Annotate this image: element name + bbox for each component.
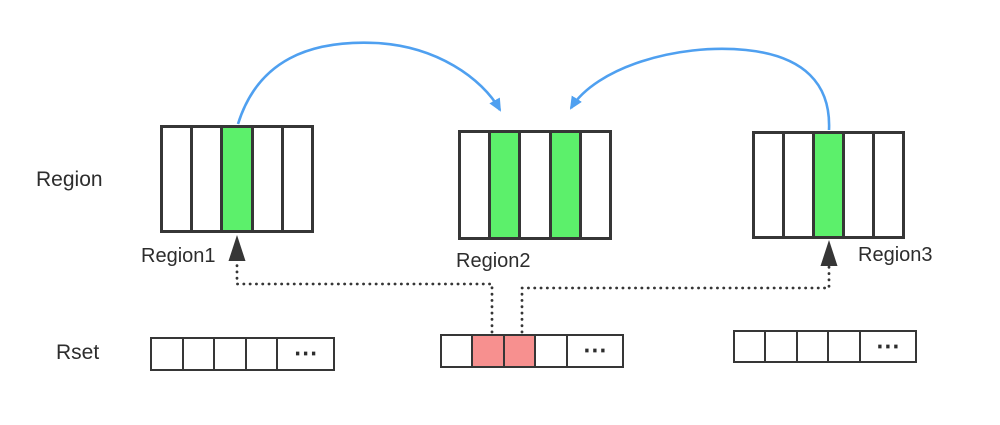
region3-box [752, 131, 905, 239]
cell [872, 134, 902, 236]
cell [795, 332, 828, 361]
blue-arrow-region1-to-region2 [236, 41, 502, 125]
dotted-link-rset2-to-region1 [235, 260, 494, 334]
ellipsis-cell: ⋯ [565, 336, 623, 366]
cell [244, 339, 277, 369]
ellipsis-label: ⋯ [293, 340, 320, 367]
cell [578, 133, 610, 237]
cell [782, 134, 812, 236]
cell [163, 128, 191, 230]
cell [461, 133, 489, 237]
rset3-box: ⋯ [733, 330, 917, 363]
green-cell [220, 128, 251, 230]
red-cell [502, 336, 535, 366]
cell [827, 332, 859, 361]
dotted-link-rset2-to-region3 [520, 265, 831, 334]
cell [764, 332, 796, 361]
up-arrowhead-region1-icon [228, 235, 246, 261]
cell [152, 339, 182, 369]
cell [213, 339, 245, 369]
cell [534, 336, 566, 366]
rset1-box: ⋯ [150, 337, 335, 371]
cell [181, 339, 214, 369]
cell [755, 134, 782, 236]
region2-box [458, 130, 612, 240]
region2-label: Region2 [456, 250, 531, 272]
region1-box [160, 125, 314, 233]
ellipsis-label: ⋯ [875, 332, 902, 360]
region-row-label: Region [36, 168, 103, 191]
green-cell [548, 133, 579, 237]
up-arrowhead-region3-icon [820, 240, 838, 266]
region1-label: Region1 [141, 245, 216, 267]
green-cell [488, 133, 519, 237]
cell [280, 128, 312, 230]
green-cell [812, 134, 842, 236]
ellipsis-cell: ⋯ [858, 332, 916, 361]
cell [842, 134, 872, 236]
rset-row-label: Rset [56, 341, 100, 364]
red-cell [471, 336, 503, 366]
ellipsis-cell: ⋯ [276, 339, 334, 369]
cell [735, 332, 765, 361]
blue-arrow-region3-to-region2 [569, 47, 831, 131]
cell [250, 128, 281, 230]
cell [518, 133, 549, 237]
cell [442, 336, 472, 366]
region3-label: Region3 [858, 244, 933, 266]
rset2-box: ⋯ [440, 334, 624, 368]
cell [190, 128, 221, 230]
ellipsis-label: ⋯ [582, 337, 609, 364]
